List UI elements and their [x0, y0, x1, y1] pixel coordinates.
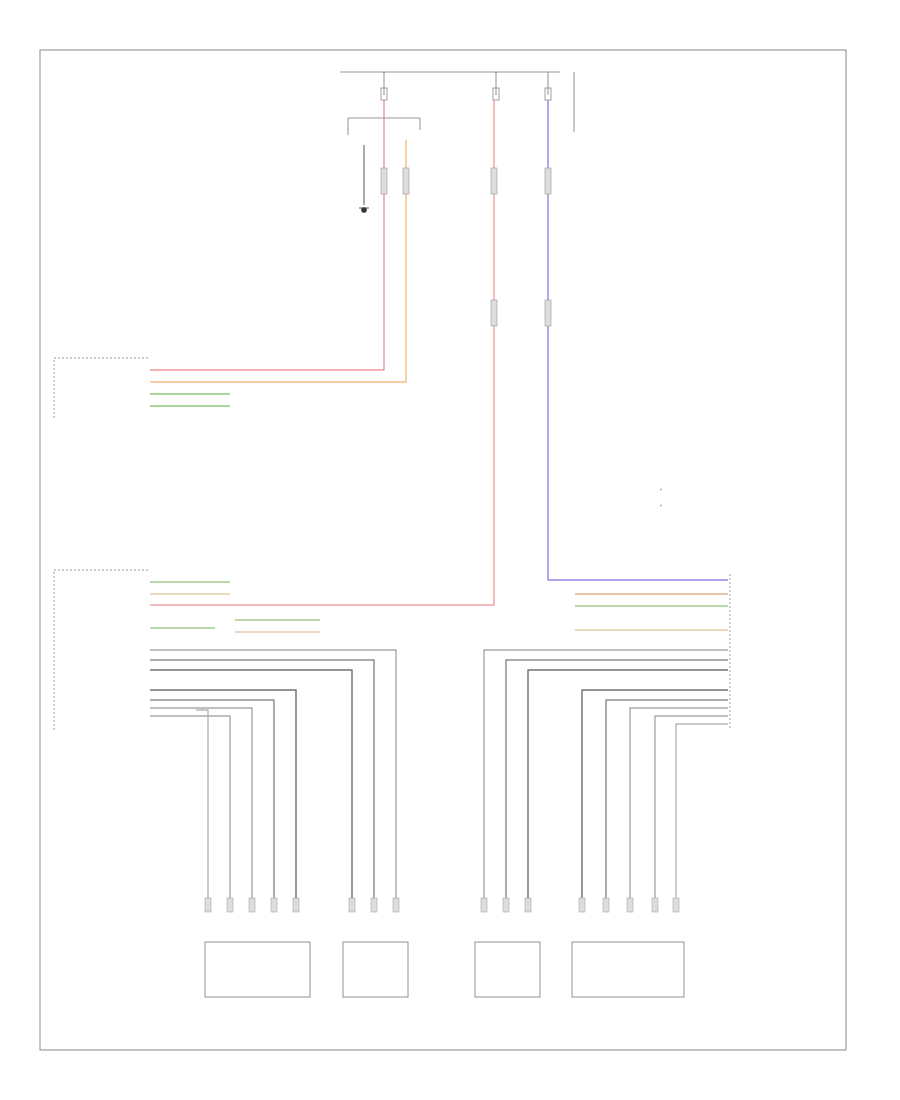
bottom-inline-connectors: [204, 897, 680, 913]
legend: * *: [660, 488, 662, 509]
page-frame: [39, 49, 847, 1051]
lower-left-wires: [150, 581, 397, 910]
wire-pink-feed: [150, 100, 495, 606]
left-top-module: [53, 357, 148, 420]
lower-right-wires: [483, 593, 728, 910]
component-box-3: [474, 941, 541, 998]
legend-item-2-symbol: *: [660, 504, 662, 509]
ground-symbol: [359, 145, 369, 213]
wire-red-feed: [150, 100, 385, 371]
inline-connectors: [380, 167, 552, 327]
fuse-mid-symbol: [492, 87, 500, 101]
component-box-2: [342, 941, 409, 998]
legend-item-1-symbol: *: [660, 488, 662, 493]
component-box-4: [571, 941, 685, 998]
component-box-1: [204, 941, 311, 998]
wire-purple-feed: [547, 100, 728, 581]
lower-left-module-outline: [53, 569, 148, 730]
feed-wires: [150, 100, 728, 606]
top-power-section: [340, 71, 575, 135]
wire-orange-feed: [150, 140, 407, 383]
